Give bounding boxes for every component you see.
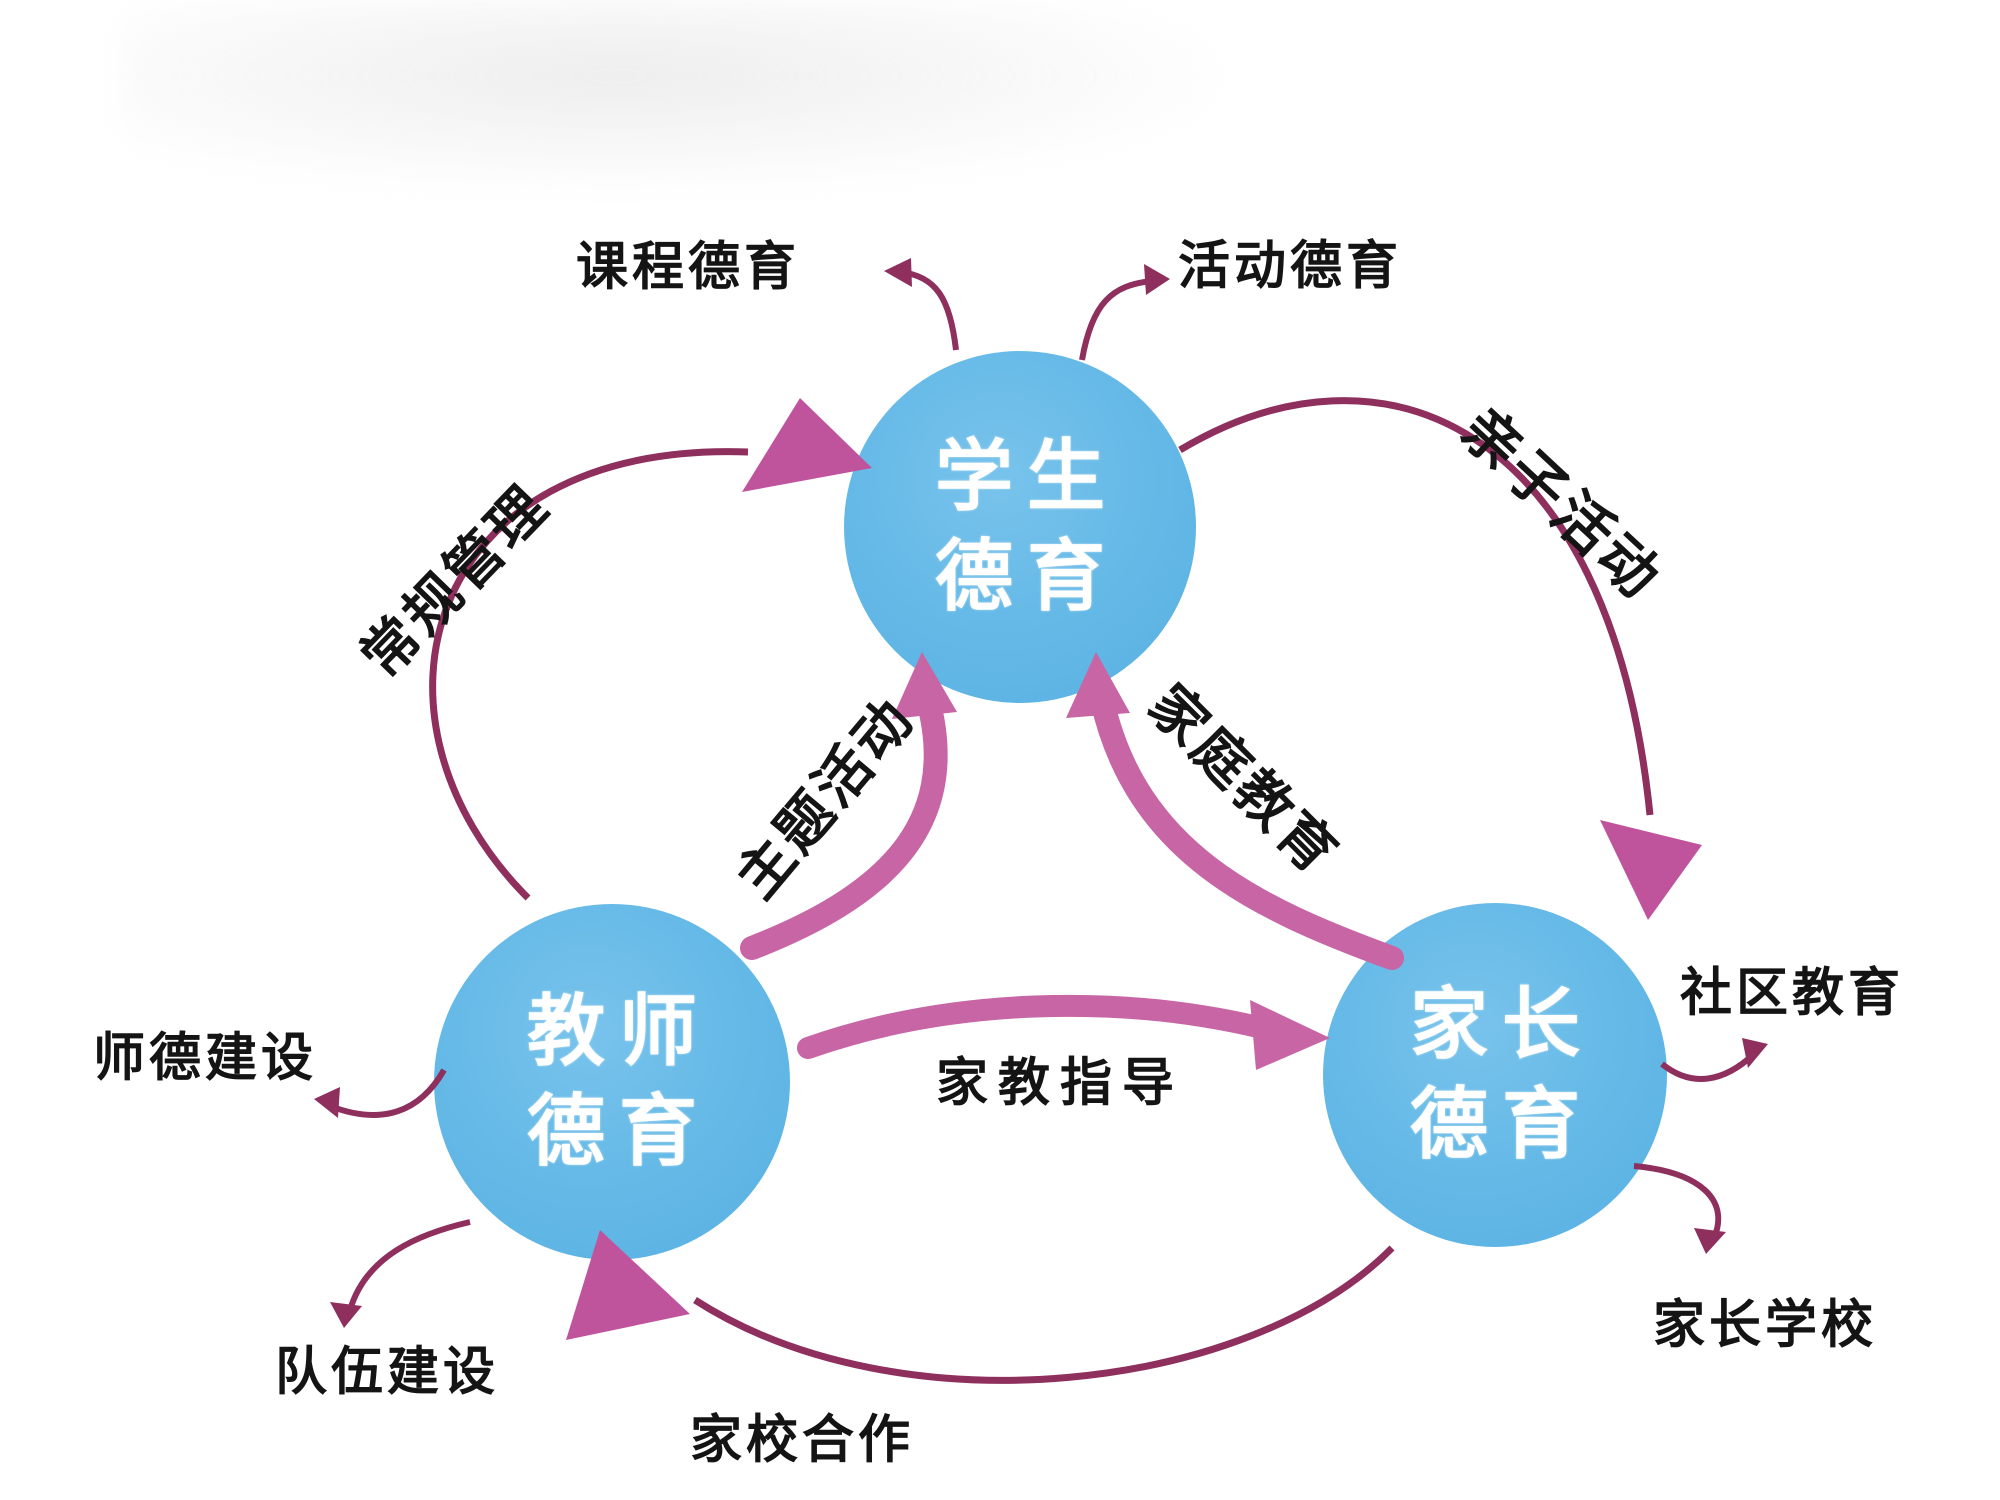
node-student-line1: 学生 — [934, 432, 1119, 521]
arrow-team-building — [347, 1219, 471, 1311]
arrow-theme-activity-thick — [740, 688, 948, 960]
arrow-family-education-thick — [1090, 688, 1404, 970]
arrow-activity — [1079, 278, 1153, 361]
arc-student-to-parent — [1178, 397, 1654, 816]
arrowhead-home-guidance-icon — [1250, 1000, 1330, 1070]
arrow-community-education — [1660, 1051, 1757, 1082]
arrowhead-routine-triangle-icon — [742, 398, 872, 492]
arc-teacher-to-student — [429, 448, 749, 901]
node-student-line2: 德育 — [934, 532, 1119, 620]
edge-label-community-education: 社区教育 — [1679, 965, 1905, 1023]
node-teacher-line1: 教师 — [526, 987, 711, 1076]
edge-label-team-building: 队伍建设 — [274, 1344, 500, 1402]
edge-label-curriculum: 课程德育 — [575, 239, 801, 297]
arrowhead-parent-school-icon — [1694, 1228, 1726, 1254]
node-teacher-circle: 教师 德育 — [434, 904, 790, 1260]
arrowhead-cooperation-triangle-icon — [566, 1230, 690, 1340]
node-student-circle: 学生 德育 — [844, 351, 1196, 703]
arrowhead-family-education-icon — [1066, 652, 1130, 718]
arc-parent-to-teacher — [693, 1245, 1395, 1384]
arrow-teacher-ethics — [328, 1068, 447, 1118]
arrowhead-theme-activity-icon — [892, 652, 957, 719]
arrowhead-activity-icon — [1144, 264, 1170, 295]
edge-label-parent-school: 家长学校 — [1652, 1297, 1878, 1355]
arrowhead-curriculum-icon — [884, 258, 912, 287]
node-parent-line1: 家长 — [1409, 980, 1594, 1069]
edge-label-teacher-ethics: 师德建设 — [92, 1030, 318, 1088]
arrowhead-community-education-icon — [1742, 1038, 1768, 1068]
arrowhead-teacher-ethics-icon — [314, 1087, 340, 1118]
node-teacher-line2: 德育 — [526, 1087, 711, 1175]
arrow-home-guidance-thick — [797, 994, 1273, 1059]
edge-label-home-guidance: 家教指导 — [935, 1055, 1185, 1113]
edge-label-home-school-cooperation: 家校合作 — [689, 1412, 915, 1470]
edge-label-activity: 活动德育 — [1177, 238, 1403, 296]
node-parent-line2: 德育 — [1409, 1080, 1594, 1168]
arrowhead-parent-child-triangle-icon — [1600, 820, 1702, 920]
arrow-parent-school — [1633, 1163, 1722, 1240]
arrowhead-team-building-icon — [330, 1302, 362, 1328]
